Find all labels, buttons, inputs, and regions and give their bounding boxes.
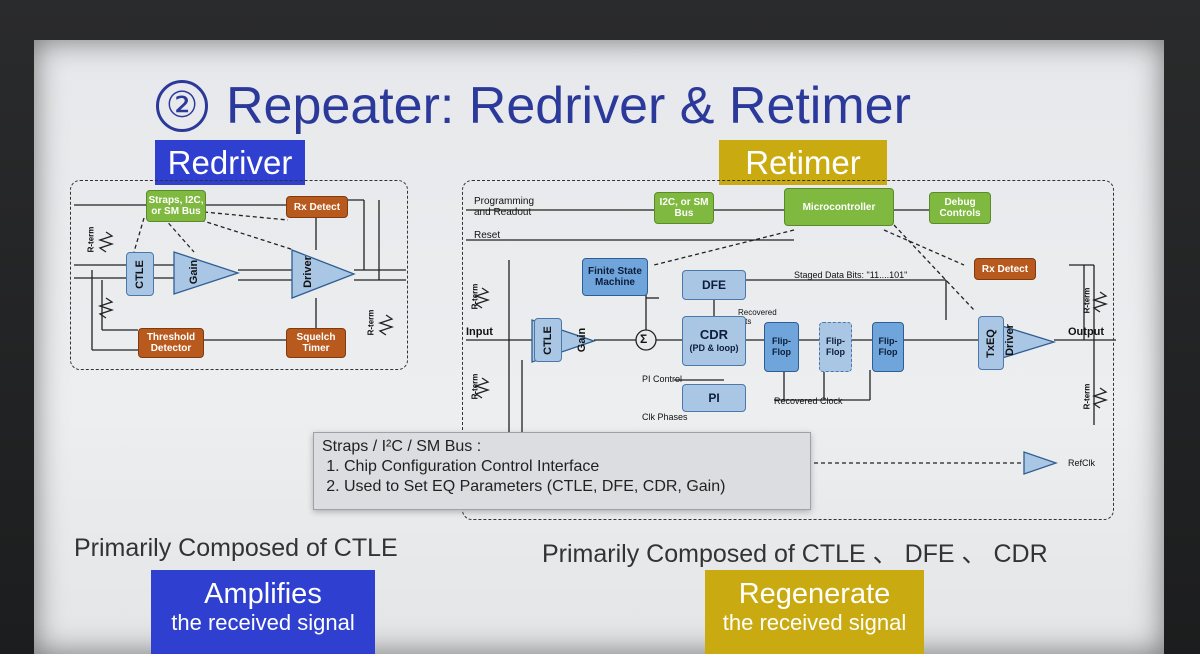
retimer-caption: Primarily Composed of CTLE 、 DFE 、 CDR xyxy=(542,540,1048,568)
retimer-driver-label: Driver xyxy=(1003,324,1016,356)
retimer-pi-control-label: PI Control xyxy=(642,374,683,384)
redriver-threshold-block: Threshold Detector xyxy=(138,328,204,358)
retimer-dfe-block: DFE xyxy=(682,270,746,300)
redriver-rterm-label-right: R-term xyxy=(366,309,376,336)
redriver-answer-big: Amplifies xyxy=(204,578,322,610)
retimer-flipflop-2: Flip-Flop xyxy=(819,322,852,372)
redriver-squelch-block: Squelch Timer xyxy=(286,328,346,358)
redriver-tag: Redriver xyxy=(155,140,305,185)
redriver-caption: Primarily Composed of CTLE xyxy=(74,534,398,562)
retimer-fsm-block: Finite State Machine xyxy=(582,258,648,296)
retimer-answer-box: Regenerate the received signal xyxy=(705,570,924,654)
retimer-rterm-label-output-top: R-term xyxy=(1082,287,1092,314)
diagram-wires xyxy=(74,199,1116,475)
retimer-boundary xyxy=(462,180,1114,520)
redriver-answer-box: Amplifies the received signal xyxy=(151,570,375,654)
popup-heading: Straps / I²C / SM Bus : xyxy=(322,438,482,455)
retimer-debug-block: Debug Controls xyxy=(929,192,991,224)
redriver-boundary xyxy=(70,180,408,370)
redriver-rterm-label-left: R-term xyxy=(86,226,96,253)
redriver-ctle-label: CTLE xyxy=(133,259,146,289)
retimer-ctle-label: CTLE xyxy=(541,325,554,355)
retimer-answer-big: Regenerate xyxy=(738,578,891,610)
retimer-microcontroller-block: Microcontroller xyxy=(784,188,894,226)
retimer-refclk-label: RefClk xyxy=(1068,458,1096,468)
popup-list: Chip Configuration Control Interface Use… xyxy=(322,457,802,497)
retimer-sigma-label: Σ xyxy=(640,332,648,346)
straps-info-popup: Straps / I²C / SM Bus : Chip Configurati… xyxy=(313,432,811,510)
slide-title-text: Repeater: Redriver & Retimer xyxy=(226,77,911,135)
retimer-txeq-label: TxEQ xyxy=(984,328,997,358)
retimer-rx-detect-block: Rx Detect xyxy=(974,258,1036,280)
retimer-programming-label: Programming and Readout xyxy=(474,196,535,218)
retimer-rterm-label-output-bottom: R-term xyxy=(1082,383,1092,410)
retimer-reset-label: Reset xyxy=(474,230,501,241)
retimer-rterm-label-input-top: R-term xyxy=(470,283,480,310)
popup-item-2: Used to Set EQ Parameters (CTLE, DFE, CD… xyxy=(344,477,802,497)
retimer-staged-label: Staged Data Bits: "11....101" xyxy=(794,270,908,280)
retimer-i2c-block: I2C, or SM Bus xyxy=(654,192,714,224)
popup-item-1: Chip Configuration Control Interface xyxy=(344,457,802,477)
redriver-driver-label: Driver xyxy=(301,256,314,288)
retimer-recovered-clock-label: Recovered Clock xyxy=(774,396,843,406)
retimer-flipflop-3: Flip-Flop xyxy=(872,322,904,372)
projector-screen: ② Repeater: Redriver & Retimer Redriver R… xyxy=(34,40,1164,654)
retimer-flipflop-1: Flip-Flop xyxy=(764,322,799,372)
retimer-tag: Retimer xyxy=(719,140,887,185)
redriver-rx-detect-block: Rx Detect xyxy=(286,196,348,218)
retimer-txeq-block: TxEQ xyxy=(978,316,1004,370)
retimer-answer-small: the received signal xyxy=(722,610,907,635)
retimer-output-label: Output xyxy=(1068,326,1105,338)
redriver-answer-small: the received signal xyxy=(171,610,355,635)
retimer-gain-label: Gain xyxy=(576,327,589,353)
redriver-gain-label: Gain xyxy=(188,259,201,285)
retimer-rterm-label-input-bottom: R-term xyxy=(470,373,480,400)
redriver-straps-block: Straps, I2C, or SM Bus xyxy=(146,190,206,222)
retimer-input-label: Input xyxy=(466,326,493,338)
redriver-ctle-block: CTLE xyxy=(126,252,154,296)
slide-title: ② Repeater: Redriver & Retimer xyxy=(156,76,911,136)
section-number: ② xyxy=(156,80,208,132)
retimer-ctle-block: CTLE xyxy=(534,318,562,362)
retimer-cdr-block: CDR(PD & loop) xyxy=(682,316,746,366)
retimer-cdr-sub-label: (PD & loop) xyxy=(689,342,739,353)
retimer-cdr-label: CDR xyxy=(699,326,729,342)
retimer-clk-phases-label: Clk Phases xyxy=(642,412,688,422)
retimer-pi-block: PI xyxy=(682,384,746,412)
